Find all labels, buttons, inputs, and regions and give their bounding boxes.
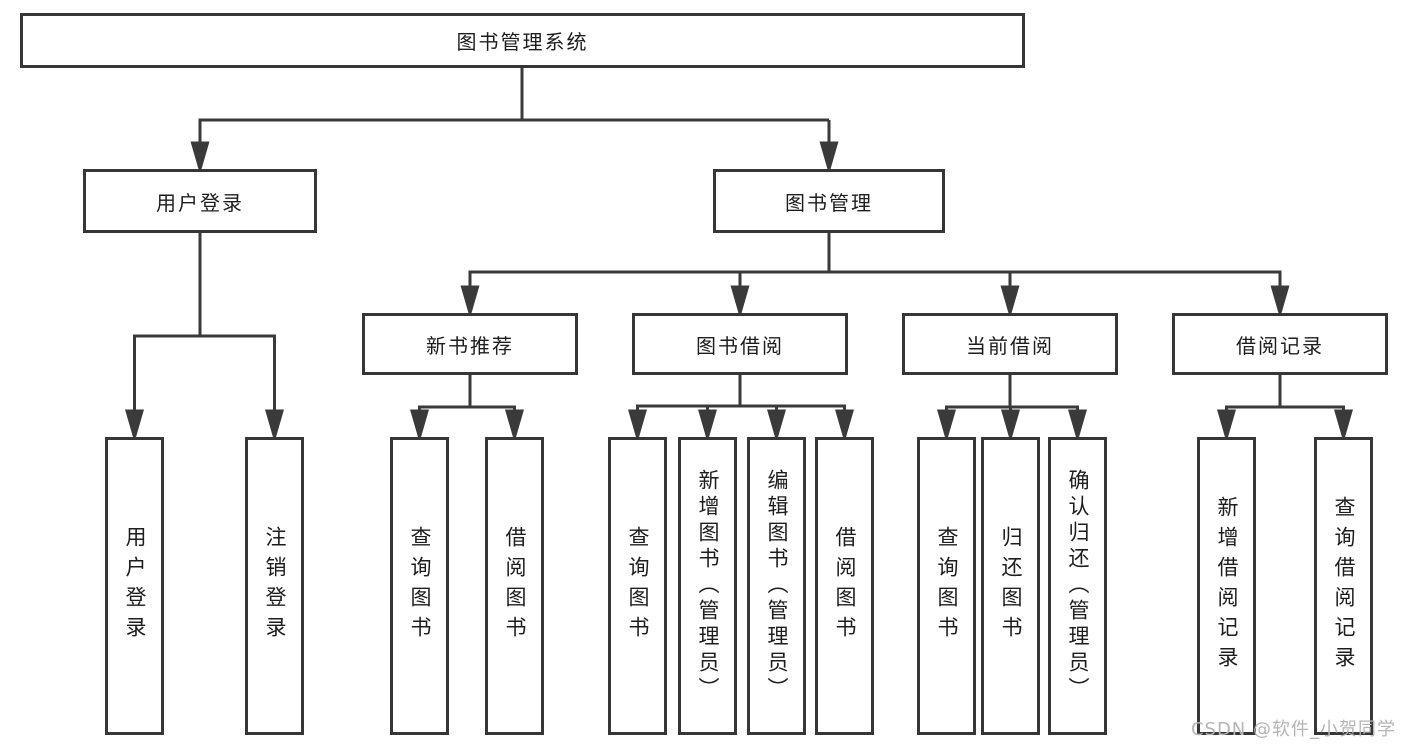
leaf-query-book-recommend: 查询图书	[390, 437, 449, 735]
leaf-query-borrow-record: 查询借阅记录	[1314, 437, 1373, 735]
arrowhead	[835, 409, 854, 443]
node-borrow-record: 借阅记录	[1172, 313, 1388, 375]
connector-borrow-record-to-leaves	[1217, 375, 1353, 443]
connector-new-book-to-leaves	[410, 375, 524, 443]
arrowhead	[1334, 409, 1353, 443]
leaf-query-book-borrow: 查询图书	[608, 437, 667, 735]
leaf-borrow-book-recommend: 借阅图书	[485, 437, 544, 735]
arrowhead	[1001, 409, 1020, 443]
arrowhead	[628, 409, 647, 443]
connector-current-borrow-to-leaves	[937, 375, 1087, 443]
node-root-system: 图书管理系统	[20, 13, 1025, 68]
connector-root-to-level2	[190, 68, 839, 175]
node-new-book-recommend: 新书推荐	[362, 313, 578, 375]
arrowhead	[125, 409, 144, 443]
arrowhead	[1000, 285, 1020, 319]
arrowhead	[730, 285, 750, 319]
arrowhead	[1217, 409, 1236, 443]
leaf-user-login: 用户登录	[105, 437, 164, 735]
arrowhead	[460, 285, 480, 319]
leaf-confirm-return-admin: 确认归还（管理员）	[1048, 437, 1107, 735]
leaf-add-borrow-record: 新增借阅记录	[1197, 437, 1256, 735]
arrowhead	[505, 409, 524, 443]
leaf-return-book: 归还图书	[981, 437, 1040, 735]
connector-user-login-to-leaves	[125, 233, 284, 443]
leaf-borrow-book: 借阅图书	[815, 437, 874, 735]
leaf-logout: 注销登录	[245, 437, 304, 735]
node-book-management: 图书管理	[713, 169, 945, 233]
arrowhead	[819, 141, 839, 175]
leaf-query-book-current: 查询图书	[917, 437, 976, 735]
node-book-borrow: 图书借阅	[632, 313, 848, 375]
arrowhead	[410, 409, 429, 443]
leaf-add-book-admin: 新增图书（管理员）	[678, 437, 737, 735]
arrowhead	[937, 409, 956, 443]
leaf-edit-book-admin: 编辑图书（管理员）	[747, 437, 806, 735]
arrowhead	[1068, 409, 1087, 443]
arrowhead	[698, 409, 717, 443]
arrowhead	[767, 409, 786, 443]
connector-book-mgmt-to-level3	[460, 233, 1290, 319]
node-user-login: 用户登录	[83, 169, 317, 233]
arrowhead	[1270, 285, 1290, 319]
arrowhead	[265, 409, 284, 443]
connector-book-borrow-to-leaves	[628, 375, 854, 443]
node-current-borrow: 当前借阅	[902, 313, 1118, 375]
arrowhead	[190, 141, 210, 175]
